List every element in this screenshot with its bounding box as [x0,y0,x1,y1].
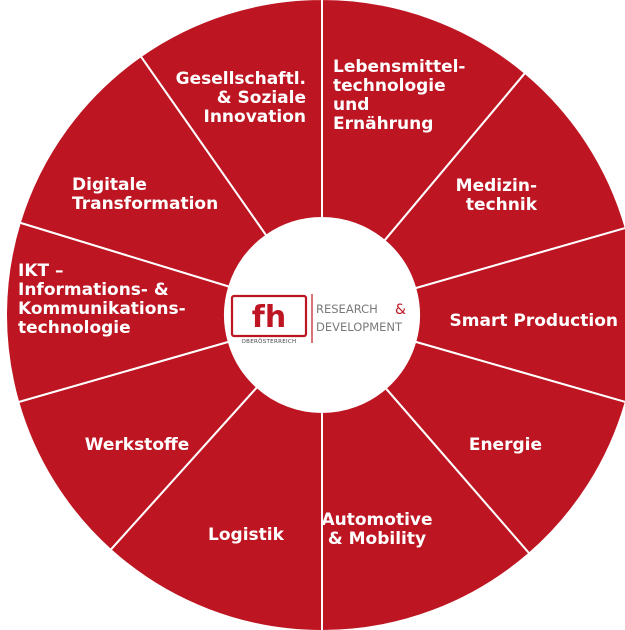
fh-logo-text: fh [252,300,286,335]
fh-logo-mark [230,294,308,338]
segment-lebensmitteltechnologie[interactable] [321,0,527,243]
logo-development-text: DEVELOPMENT [316,320,403,334]
fh-logo-subtitle: OBERÖSTERREICH [242,338,297,345]
logo-ampersand: & [395,302,406,318]
center-hub [225,218,419,412]
logo-research-text: RESEARCH [316,302,378,316]
center-logo: fh OBERÖSTERREICH RESEARCH & DEVELOPMENT [225,218,419,412]
